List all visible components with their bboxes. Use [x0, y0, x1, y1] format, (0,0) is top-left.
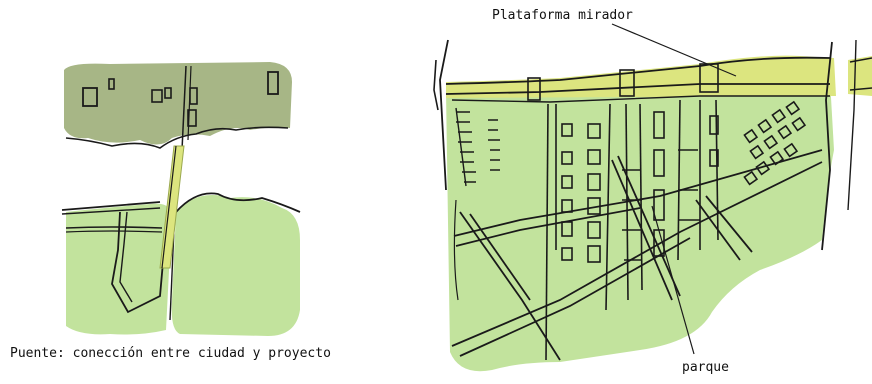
building [164, 87, 172, 99]
label-parque: parque [682, 360, 729, 375]
park-outline [453, 199, 459, 301]
leader-line-platform [611, 23, 737, 77]
park-edge [61, 207, 161, 215]
city-block [64, 62, 292, 145]
left-sketch [61, 62, 301, 336]
park-block-right [171, 195, 300, 336]
park-edge [61, 201, 161, 211]
leader-line-park [651, 205, 695, 355]
platform-post [619, 69, 635, 97]
building [187, 109, 197, 127]
right-sketch [433, 23, 872, 372]
path-line [111, 211, 167, 314]
diagonal-paths [451, 149, 823, 361]
boundary-line [439, 39, 449, 191]
rotated-squares [743, 100, 807, 186]
platform-edge [451, 95, 830, 103]
platform-edge [849, 57, 872, 91]
boundary-line [433, 59, 439, 111]
building [151, 89, 163, 103]
viewing-platform [446, 55, 836, 98]
street-line [187, 65, 192, 141]
bridge-edge [161, 145, 177, 269]
building [267, 71, 279, 95]
road-line [65, 226, 163, 229]
city-block-edge [65, 126, 289, 149]
parking-stripes [455, 107, 500, 187]
path-line [119, 211, 133, 303]
platform-post [527, 77, 541, 101]
street-line [181, 65, 187, 151]
building [82, 87, 98, 107]
road-line [65, 230, 163, 233]
boundary-line [847, 39, 857, 211]
platform-post [699, 63, 719, 93]
park-edge [175, 192, 301, 213]
park-block-left [66, 203, 172, 335]
label-plataforma-mirador: Plataforma mirador [492, 8, 633, 23]
boundary-line [821, 41, 833, 251]
building [108, 78, 115, 90]
caption-bridge: Puente: conección entre ciudad y proyect… [10, 346, 331, 361]
